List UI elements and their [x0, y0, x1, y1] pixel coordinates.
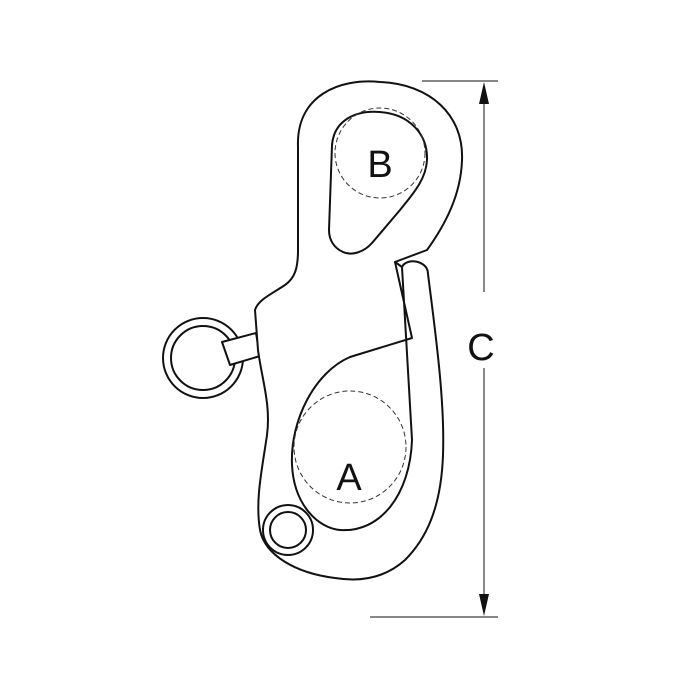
gate: [394, 261, 403, 268]
arrow-up-icon: [479, 82, 489, 104]
shackle-body: [254, 80, 464, 581]
label-b: B: [367, 144, 392, 186]
arrow-down-icon: [479, 594, 489, 616]
eye-dashed-circle: [334, 107, 426, 199]
hinge-ring: [262, 504, 314, 556]
jaw-dashed-circle: [293, 390, 407, 504]
label-c: C: [467, 327, 494, 369]
label-a: A: [336, 457, 362, 499]
eye-opening: [328, 110, 429, 255]
dimension-c: [370, 80, 498, 618]
